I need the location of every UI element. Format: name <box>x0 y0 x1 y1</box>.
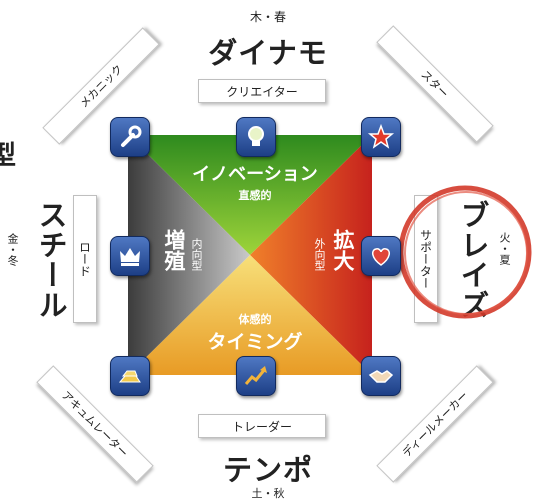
season-right: 火・夏 <box>498 232 511 265</box>
gold-bars-icon <box>110 356 150 396</box>
season-top: 木・春 <box>249 10 286 24</box>
title-bottom: テンポ <box>222 453 313 487</box>
tag-bottom: トレーダー <box>198 414 326 438</box>
season-bottom: 土・秋 <box>251 487 285 500</box>
quadrant-left-title: 増殖 <box>162 229 186 271</box>
star-icon <box>361 117 401 157</box>
highlight-circle <box>398 185 532 319</box>
cut-off-text: 型 <box>0 141 17 171</box>
wrench-icon <box>110 117 150 157</box>
heart-hand-icon <box>361 236 401 276</box>
tag-top: クリエイター <box>198 79 326 103</box>
title-top: ダイナモ <box>208 36 328 70</box>
quadrant-left <box>128 135 250 375</box>
quadrant-top-title: イノベーション <box>192 164 318 185</box>
quadrant-left-sub: 内向型 <box>190 238 203 271</box>
title-left: スチール <box>34 200 68 320</box>
handshake-icon <box>361 356 401 396</box>
growth-chart-icon <box>236 356 276 396</box>
quadrant-right-sub: 外向型 <box>313 238 326 271</box>
tag-left: ロード <box>73 195 97 323</box>
queen-icon <box>110 236 150 276</box>
quadrant-top <box>128 135 372 255</box>
quadrant-bottom-sub: 体感的 <box>239 312 272 326</box>
quadrant-right-title: 拡大 <box>331 229 355 271</box>
quadrant-bottom-title: タイミング <box>207 330 302 353</box>
lightbulb-icon <box>236 117 276 157</box>
quadrant-right <box>250 135 372 375</box>
title-right: ブレイズ <box>456 200 490 320</box>
quadrant-top-sub: 直感的 <box>239 188 272 202</box>
season-left: 金・冬 <box>6 233 19 266</box>
quadrant-bottom <box>128 255 372 375</box>
